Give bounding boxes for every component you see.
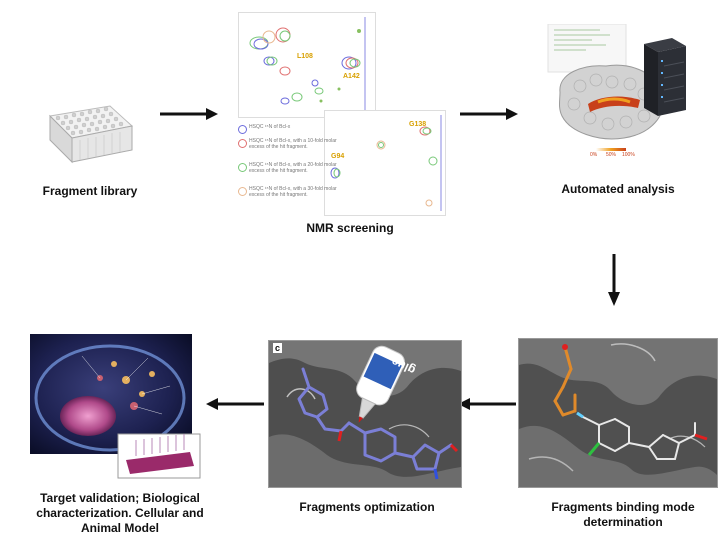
- optimization-label: Fragments optimization: [299, 500, 435, 514]
- binding-mode-image: [518, 338, 718, 488]
- target-validation-image: [30, 334, 202, 480]
- optimization-image: glue c: [268, 340, 462, 488]
- validation-label-line2: characterization. Cellular and: [36, 506, 204, 520]
- binding-mode-label-line1: Fragments binding mode: [551, 500, 695, 514]
- arrow-binding-to-optimization: [458, 398, 516, 410]
- arrow-optimization-to-validation: [206, 398, 264, 410]
- peak-label-g94: G94: [331, 153, 345, 160]
- nmr-legend-item: HSQC ¹⁵N of Bcl-x, with a 30-fold molar …: [238, 186, 338, 206]
- automated-analysis-label: Automated analysis: [561, 182, 675, 196]
- nmr-legend-item: HSQC ¹⁵N of Bcl-x, with a 20-fold molar …: [238, 162, 338, 182]
- nmr-legend: HSQC ¹⁵N of Bcl-x HSQC ¹⁵N of Bcl-x, wit…: [238, 122, 338, 212]
- arrow-nmr-to-analysis: [460, 108, 518, 120]
- nmr-spectrum-1: L108 A142: [238, 12, 376, 118]
- fragment-library-plate: [40, 88, 140, 168]
- nmr-spectrum-2: G138 G94: [324, 110, 446, 216]
- nmr-legend-item: HSQC ¹⁵N of Bcl-x, with a 10-fold molar …: [238, 138, 338, 158]
- scale-label-100: 100%: [622, 152, 635, 158]
- nmr-legend-item: HSQC ¹⁵N of Bcl-x: [238, 124, 338, 134]
- arrow-library-to-nmr: [160, 108, 218, 120]
- scale-label-50: 50%: [606, 152, 617, 158]
- peak-label-g138: G138: [409, 121, 427, 128]
- automated-analysis-image: 0% 50% 100%: [540, 24, 690, 164]
- scale-label-0: 0%: [590, 152, 598, 158]
- binding-mode-label-line2: determination: [583, 515, 663, 529]
- fragment-library-label: Fragment library: [42, 184, 138, 198]
- validation-label-line1: Target validation; Biological: [40, 491, 200, 505]
- peak-label-l108: L108: [297, 53, 313, 60]
- panel-letter-c: c: [273, 343, 283, 353]
- arrow-analysis-to-binding: [608, 254, 620, 306]
- validation-label-line3: Animal Model: [80, 521, 159, 535]
- nmr-screening-label: NMR screening: [306, 221, 394, 235]
- peak-label-a142: A142: [343, 73, 360, 80]
